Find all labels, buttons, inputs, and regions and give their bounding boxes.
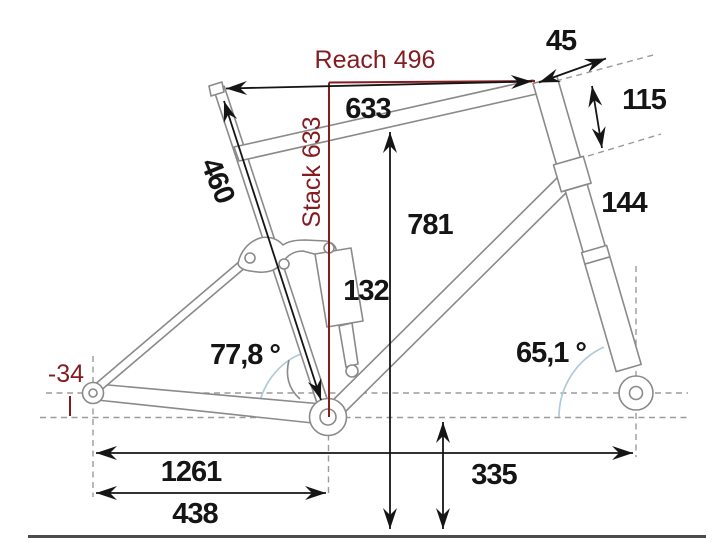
head-tube-dimension-arrow (588, 85, 606, 149)
stack-label: Stack 633 (298, 116, 326, 227)
rear-dropout-inner (88, 388, 98, 398)
head-spacer-label: 45 (546, 25, 577, 57)
dimension-arrows (96, 57, 633, 529)
shock-label: 132 (343, 275, 388, 307)
reach-label: Reach 496 (315, 46, 436, 74)
rocker-middle-pivot (278, 258, 290, 270)
fork-crown (552, 155, 592, 193)
chainstay-label: 438 (172, 498, 218, 530)
seat-tube-label: 460 (194, 154, 241, 208)
head-angle-label: 65,1 ° (516, 337, 586, 369)
headtube-bottom-dashed-line (577, 133, 662, 160)
bb-drop-label: -34 (48, 360, 84, 388)
bb-height-label: 335 (471, 459, 517, 491)
rocker-front-pivot (244, 252, 256, 264)
head-tube-label: 115 (622, 84, 667, 116)
shock-body (314, 247, 364, 328)
shock-lower-eyelet (345, 364, 359, 378)
dimension-labels: Reach 496 Stack 633 -34 633 460 45 115 1… (48, 25, 668, 530)
wheelbase-label: 1261 (161, 456, 222, 488)
shock-shaft (338, 322, 359, 368)
headtube-top-dashed-line (555, 53, 658, 82)
fork-lower-leg (584, 256, 643, 373)
top-tube-label: 633 (345, 93, 391, 125)
top-tube-dimension-arrow (225, 74, 533, 96)
seatstay-tube (92, 254, 254, 393)
fork-label: 144 (601, 187, 647, 219)
seat-angle-label: 77,8 ° (210, 339, 280, 371)
head-spacer-dimension-arrow (538, 57, 607, 84)
seatpost-cap (208, 81, 225, 97)
head-angle-arc (558, 346, 605, 418)
standover-label: 781 (407, 209, 453, 241)
seat-tube-dimension-arrow (223, 100, 322, 401)
front-dropout-inner (628, 385, 644, 401)
